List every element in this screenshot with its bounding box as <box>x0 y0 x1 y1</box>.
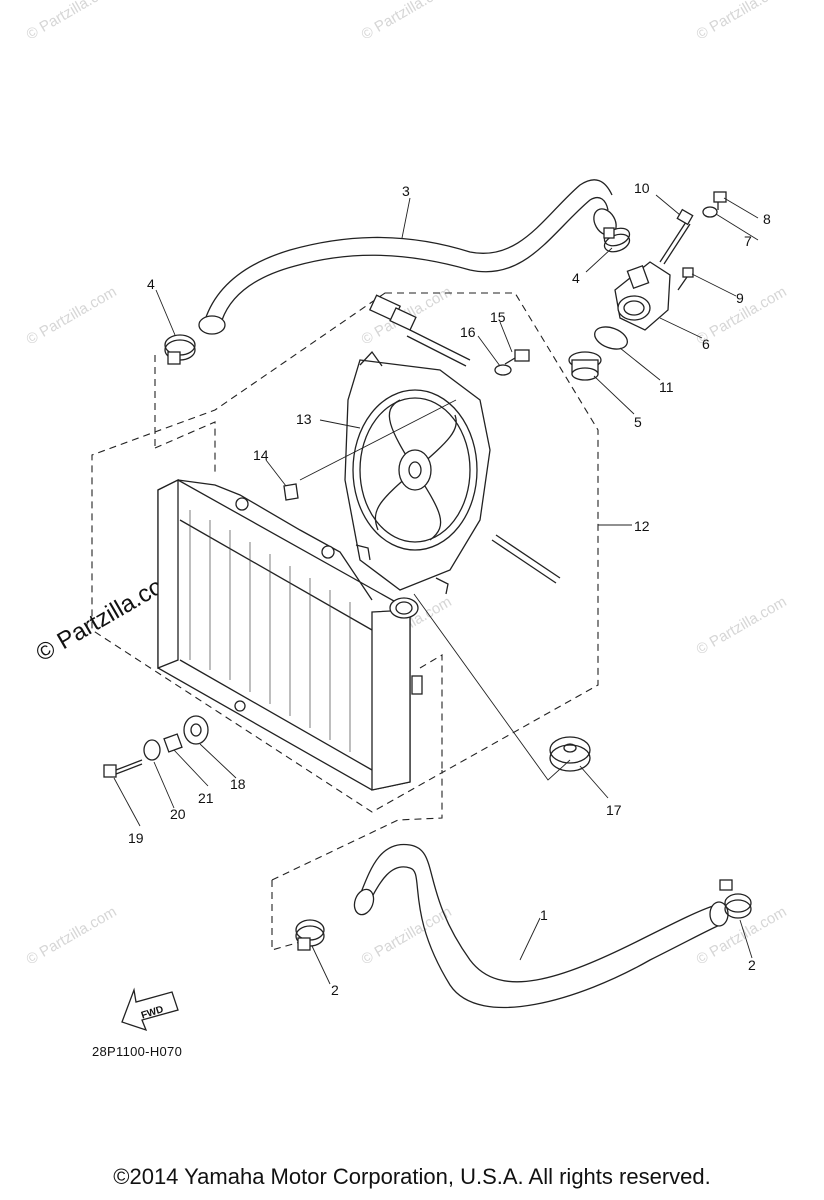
bolt-8 <box>713 191 727 210</box>
part-number-label: 7 <box>744 233 752 249</box>
part-number-label: 14 <box>253 447 269 463</box>
part-number-label: 11 <box>659 379 674 395</box>
watermark: © Partzilla.com <box>694 0 790 43</box>
radiator <box>157 478 423 791</box>
bolt-15 <box>504 349 530 365</box>
fan-connector <box>368 294 471 367</box>
part-number-label: 1 <box>540 907 548 923</box>
fan-assembly <box>344 350 561 595</box>
part-number-label: 4 <box>147 276 155 292</box>
part-number-label: 10 <box>634 180 650 196</box>
part-number-labels: 1 2 2 3 4 4 5 6 7 8 9 10 11 12 13 14 15 … <box>128 180 771 998</box>
o-ring <box>594 326 628 350</box>
watermark: © Partzilla.com <box>24 903 120 968</box>
assembly-boundary <box>91 292 599 813</box>
washer-7 <box>702 206 718 218</box>
part-number-label: 3 <box>402 183 410 199</box>
part-number-label: 19 <box>128 830 144 846</box>
part-number-label: 15 <box>490 309 506 325</box>
hose-clamp-guide-top-2 <box>154 421 216 475</box>
watermark: © Partzilla.com <box>694 593 790 658</box>
part-number-label: 6 <box>702 336 710 352</box>
grommet-18 <box>183 715 209 745</box>
bolt-9 <box>677 267 694 291</box>
part-number-label: 5 <box>634 414 642 430</box>
part-number-label: 20 <box>170 806 186 822</box>
part-number-label: 17 <box>606 802 622 818</box>
hose-clamp-bottom-right <box>719 879 752 919</box>
radiator-outlet-guide <box>419 654 443 770</box>
watermark: © Partzilla.com <box>359 903 455 968</box>
part-number-label: 18 <box>230 776 246 792</box>
watermark: © Partzilla.com <box>359 0 455 43</box>
hose-clamp-bottom-left <box>295 919 325 951</box>
part-number-label: 12 <box>634 518 650 534</box>
part-number-label: 8 <box>763 211 771 227</box>
thermostat-housing <box>614 261 671 331</box>
hose-clamp-right <box>603 227 631 253</box>
bottom-hose-guide-2 <box>271 770 443 881</box>
collar-21 <box>163 733 183 753</box>
part-number-label: 2 <box>331 982 339 998</box>
lower-hose <box>353 843 729 1009</box>
washer-16 <box>494 364 512 376</box>
part-number-label: 2 <box>748 957 756 973</box>
washer-20 <box>143 739 161 761</box>
part-number-label: 16 <box>460 324 476 340</box>
watermark: © Partzilla.com <box>24 0 120 43</box>
hose-clamp-left <box>164 334 196 365</box>
copyright-notice: ©2014 Yamaha Motor Corporation, U.S.A. A… <box>113 1164 711 1189</box>
bottom-hose-guide <box>271 880 301 951</box>
mount-bolt-19 <box>103 759 143 778</box>
part-number-label: 21 <box>198 790 214 806</box>
watermark: © Partzilla.com <box>694 903 790 968</box>
diagram-code: 28P1100-H070 <box>92 1044 183 1059</box>
fwd-arrow: FWD <box>121 987 179 1032</box>
thermostat <box>568 351 602 381</box>
leader-lines <box>113 194 759 985</box>
part-number-label: 9 <box>736 290 744 306</box>
watermark: © Partzilla.com <box>24 283 120 348</box>
upper-hose <box>198 179 617 335</box>
part-number-label: 13 <box>296 411 312 427</box>
radiator-cap <box>549 736 591 772</box>
clip-14 <box>283 483 299 501</box>
bolt-10 <box>659 208 694 265</box>
part-number-label: 4 <box>572 270 580 286</box>
